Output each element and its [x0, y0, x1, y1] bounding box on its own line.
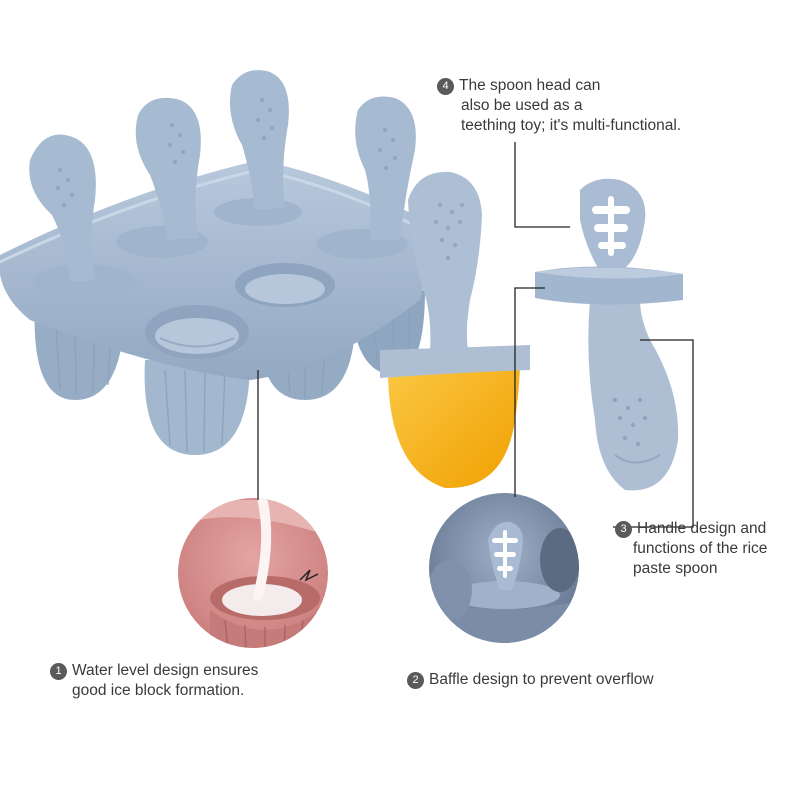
callout-1-line-1: Water level design ensures [72, 662, 259, 679]
callout-water-level: 1 Water level design ensures good ice blo… [50, 661, 258, 701]
badge-2: 2 [407, 672, 424, 689]
callout-4-line-1: The spoon head can [459, 77, 601, 94]
callout-line-3 [613, 339, 694, 528]
baffle-detail-icon [429, 493, 579, 643]
badge-4: 4 [437, 78, 454, 95]
callout-1-line-2: good ice block formation. [72, 682, 245, 699]
callout-3-line-3: paste spoon [633, 560, 718, 577]
callout-3-line-2: functions of the rice [633, 540, 768, 557]
popsicle-icon [380, 171, 530, 489]
callout-line-4 [514, 142, 570, 228]
badge-3: 3 [615, 521, 632, 538]
callout-baffle: 2 Baffle design to prevent overflow [407, 670, 654, 690]
callout-3-line-1: Handle design and [637, 520, 767, 537]
callout-line-2 [514, 287, 545, 497]
teething-spoon-icon [535, 178, 683, 491]
callout-4-line-3: teething toy; it's multi-functional. [461, 117, 682, 134]
callout-lines [257, 142, 694, 528]
callout-handle-design: 3 Handle design and functions of the rice… [615, 519, 767, 579]
callout-spoon-head: 4 The spoon head can also be used as a te… [437, 76, 681, 136]
callout-4-line-2: also be used as a [461, 97, 583, 114]
badge-1: 1 [50, 663, 67, 680]
water-level-detail-icon [178, 498, 328, 648]
callout-2-line-1: Baffle design to prevent overflow [429, 671, 654, 688]
popsicle-stick-icon [29, 70, 416, 282]
